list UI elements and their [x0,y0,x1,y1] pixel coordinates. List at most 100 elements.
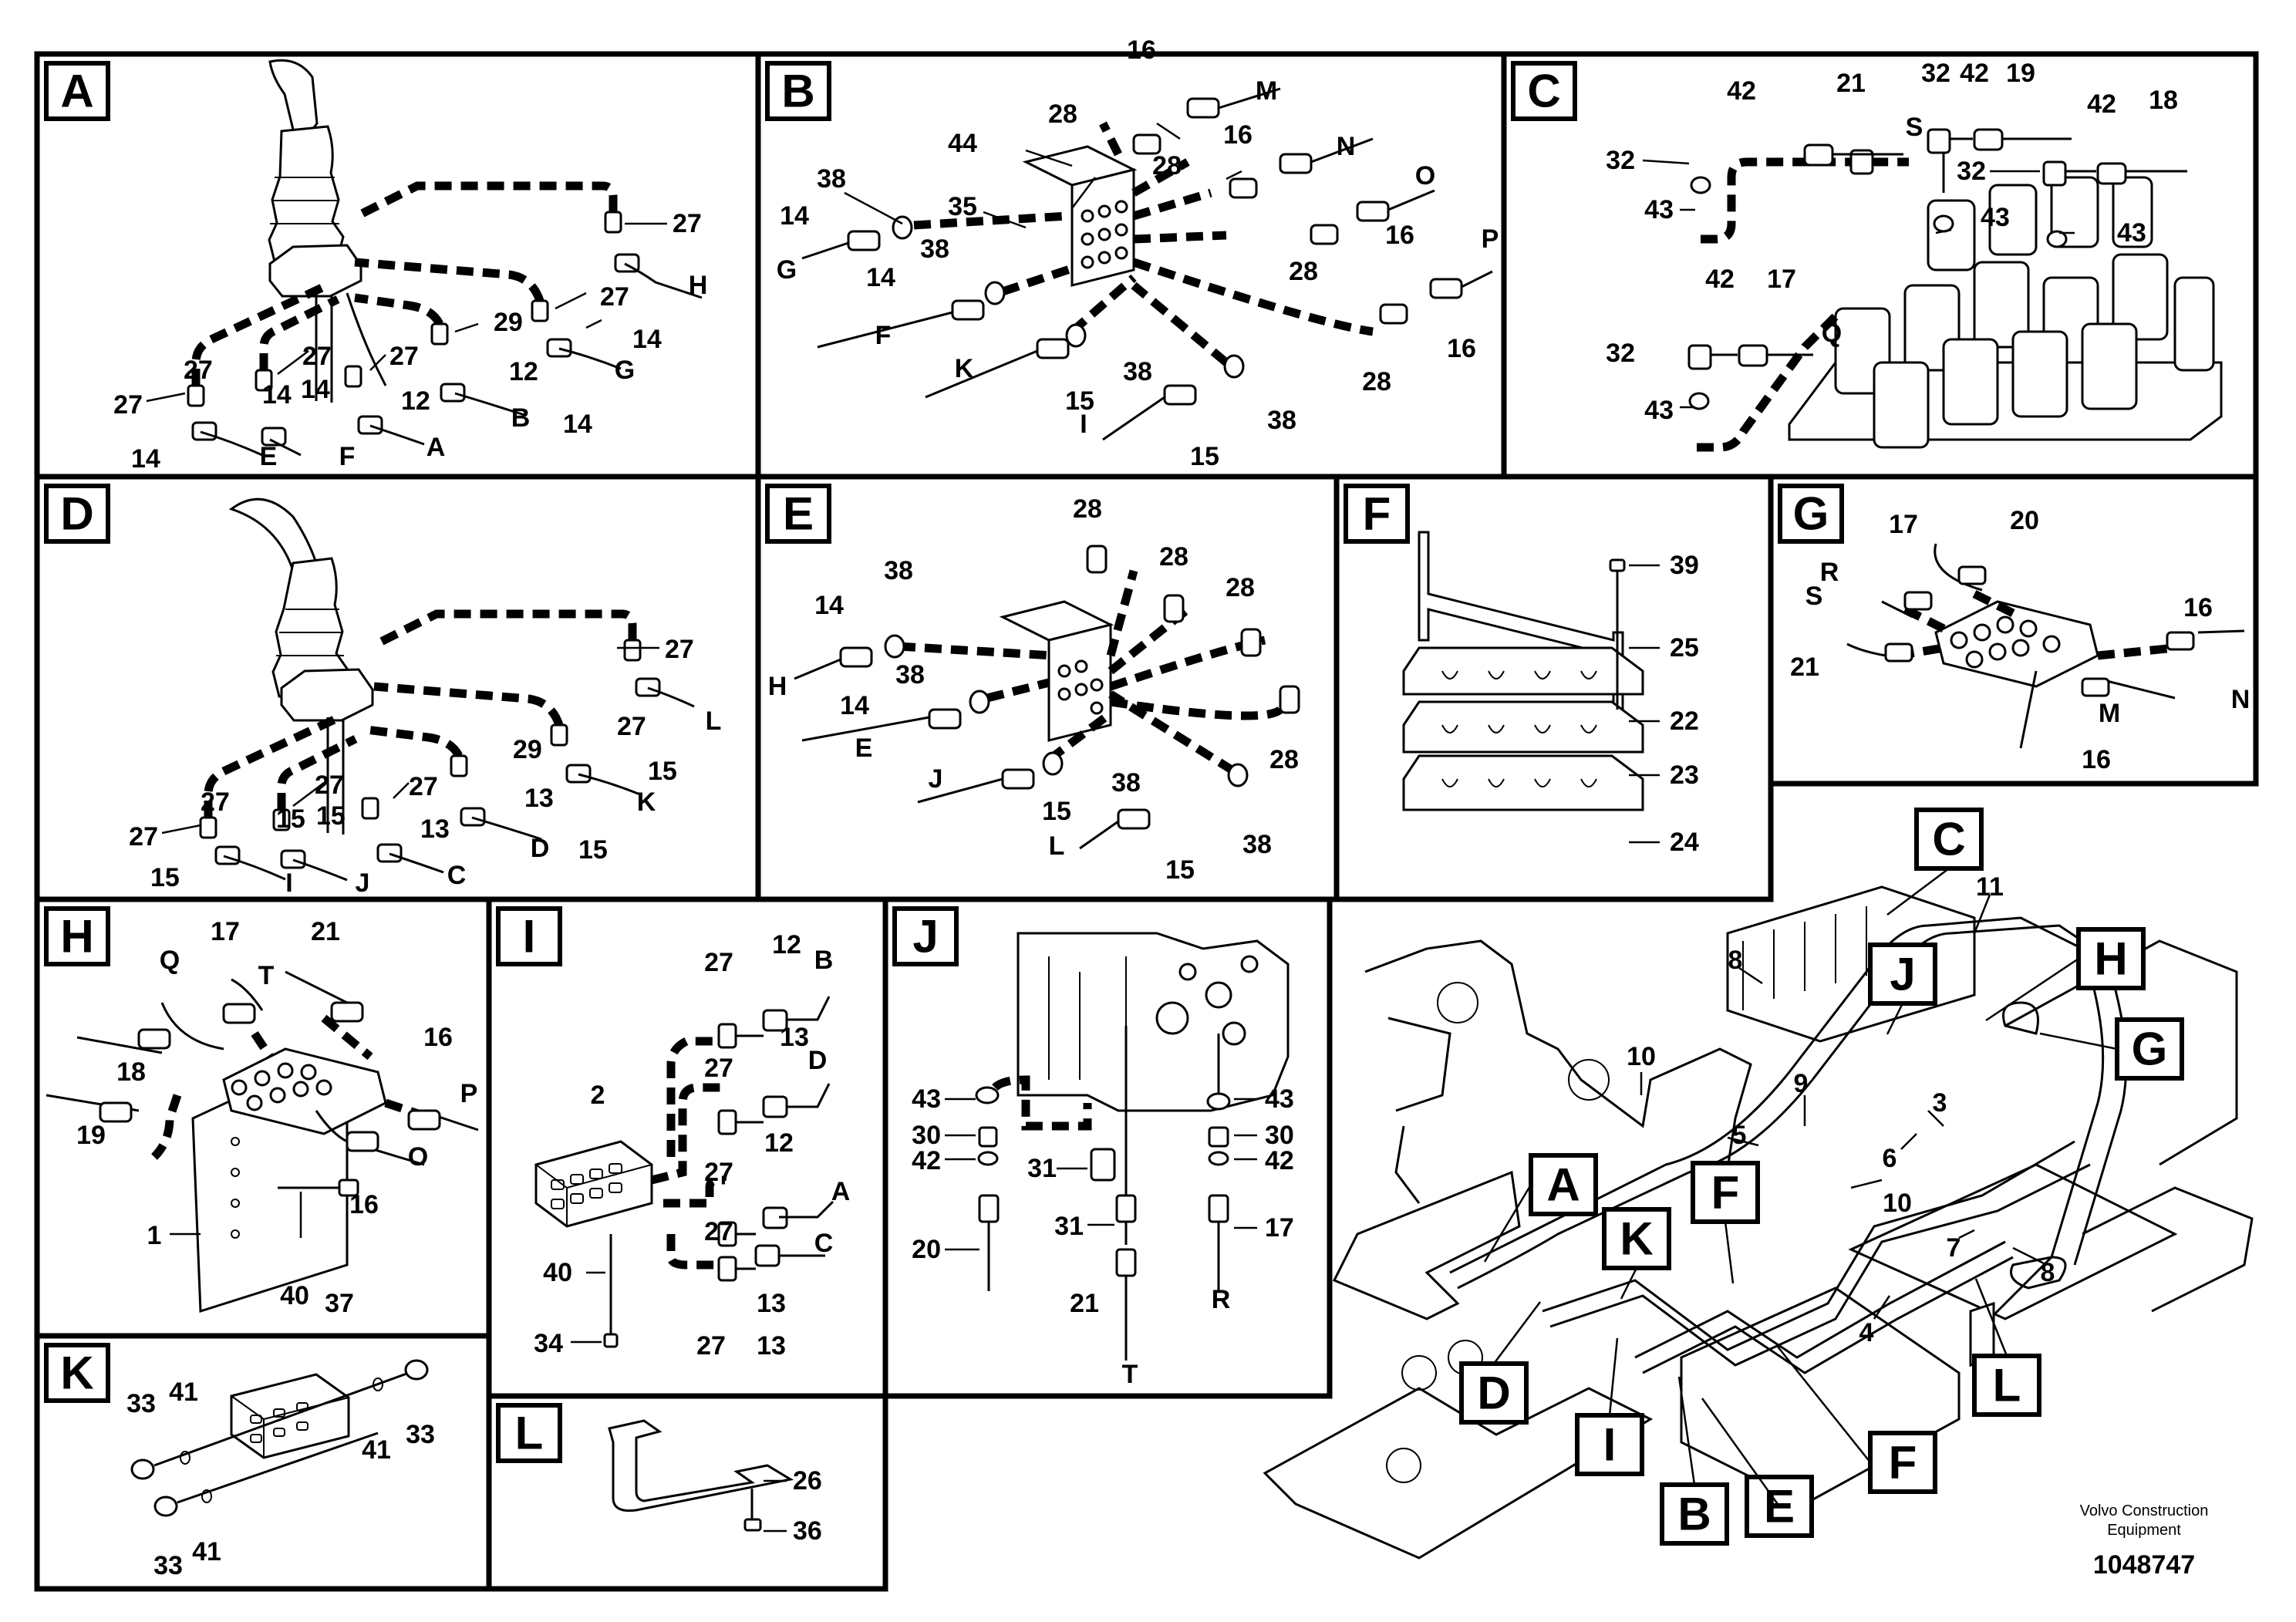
callout-28: 28 [1362,367,1391,396]
callout-33: 33 [153,1551,183,1580]
overview-tag-l: L [1993,1360,2021,1411]
callout-41: 41 [362,1435,391,1465]
callout-43: 43 [912,1084,941,1114]
callout-38: 38 [884,556,913,585]
callout-21: 21 [1836,69,1866,98]
callout-31: 31 [1054,1212,1084,1241]
port-q: Q [160,946,180,975]
callout-16: 16 [2183,593,2213,622]
callout-17: 17 [1889,510,1918,539]
port-s: S [1906,113,1923,142]
overview-tag-a: A [1546,1159,1580,1211]
callout-28: 28 [1226,573,1255,602]
callout-35: 35 [948,192,977,221]
callout-21: 21 [1070,1289,1099,1318]
port-o: O [408,1142,428,1172]
callout-16: 16 [1385,221,1414,250]
brand-line-1: Volvo Construction [2080,1502,2209,1519]
callout-22: 22 [1670,706,1699,736]
callout-14: 14 [262,380,292,410]
fittings-i [717,1009,788,1282]
fittings-a [187,211,640,447]
callout-30: 30 [912,1121,941,1150]
callout-19: 19 [76,1121,106,1150]
callout-28: 28 [1269,745,1299,774]
callout-16: 16 [1447,334,1476,363]
callout-27: 27 [113,390,143,420]
callout-17: 17 [1265,1213,1294,1243]
machine-overview: C J H G A K F D I B E F L 8 11 10 5 9 3 … [1263,808,2254,1560]
callout-43: 43 [1981,203,2010,232]
callout-33: 33 [126,1389,156,1418]
port-n: N [1337,132,1356,161]
callout-44: 44 [948,129,977,158]
callout-13: 13 [524,784,554,813]
callout-36: 36 [793,1516,822,1546]
callout-40: 40 [543,1258,572,1287]
port-a: A [831,1177,851,1206]
callout-29: 29 [494,308,523,337]
port-k: K [955,354,974,383]
callout-42: 42 [1705,265,1735,294]
brand-line-2: Equipment [2107,1522,2181,1539]
panel-e-tag: E [783,488,814,540]
panel-j: J 43 30 42 31 20 31 [892,906,1294,1389]
callout-28: 28 [1152,151,1182,180]
callout-27: 27 [617,712,646,741]
callout-42: 42 [1960,59,1989,88]
callout-14: 14 [563,410,592,439]
port-e: E [260,442,278,471]
callout-43: 43 [2117,218,2146,248]
panel-a-tag: A [60,66,93,117]
joystick-a [268,59,362,403]
callout-18: 18 [2149,86,2178,115]
port-b: B [814,946,834,975]
port-t: T [258,961,275,990]
callout-31: 31 [1027,1154,1057,1183]
callout-6: 6 [1883,1144,1897,1173]
port-l: L [1049,831,1065,861]
callout-28: 28 [1048,99,1077,129]
callout-8: 8 [2041,1258,2055,1287]
panel-d-tag: D [60,488,93,540]
port-p: P [460,1079,478,1108]
callout-10: 10 [1883,1189,1912,1218]
overview-tag-c: C [1932,814,1965,865]
fittings-b [847,97,1463,406]
fittings-c [1687,128,2127,410]
callout-14: 14 [131,444,160,474]
callout-16: 16 [2082,745,2111,774]
callout-18: 18 [116,1057,146,1087]
fittings-g [1950,615,2061,669]
callout-13: 13 [757,1331,786,1361]
callout-23: 23 [1670,760,1699,790]
callout-41: 41 [169,1378,198,1407]
panel-g: G 17 20 21 16 16 R S M N [1778,484,2250,774]
port-h: H [689,271,708,300]
panel-c: C [1511,59,2223,452]
callout-27: 27 [201,787,230,817]
callout-27: 27 [704,1217,733,1246]
callout-32: 32 [1606,339,1635,368]
panel-j-tag: J [912,911,938,963]
panel-l: L 26 36 [496,1403,822,1546]
panel-c-tag: C [1527,66,1560,117]
callout-5: 5 [1732,1121,1747,1150]
callout-17: 17 [211,917,240,946]
port-q: Q [1822,319,1842,348]
port-c: C [814,1229,834,1258]
callout-14: 14 [866,263,895,292]
callout-33: 33 [406,1420,435,1449]
callout-40: 40 [280,1281,309,1310]
joystick-d [228,497,374,835]
overview-tag-g: G [2132,1023,2168,1075]
port-j: J [356,868,370,898]
overview-tag-h: H [2094,933,2127,985]
callout-27: 27 [600,282,629,312]
callout-15: 15 [578,835,608,865]
callout-12: 12 [509,357,538,386]
callout-7: 7 [1947,1233,1961,1263]
panel-b-tag: B [781,66,814,117]
callout-4: 4 [1859,1318,1874,1347]
panel-f: F 39 25 22 23 24 [1344,484,1699,857]
